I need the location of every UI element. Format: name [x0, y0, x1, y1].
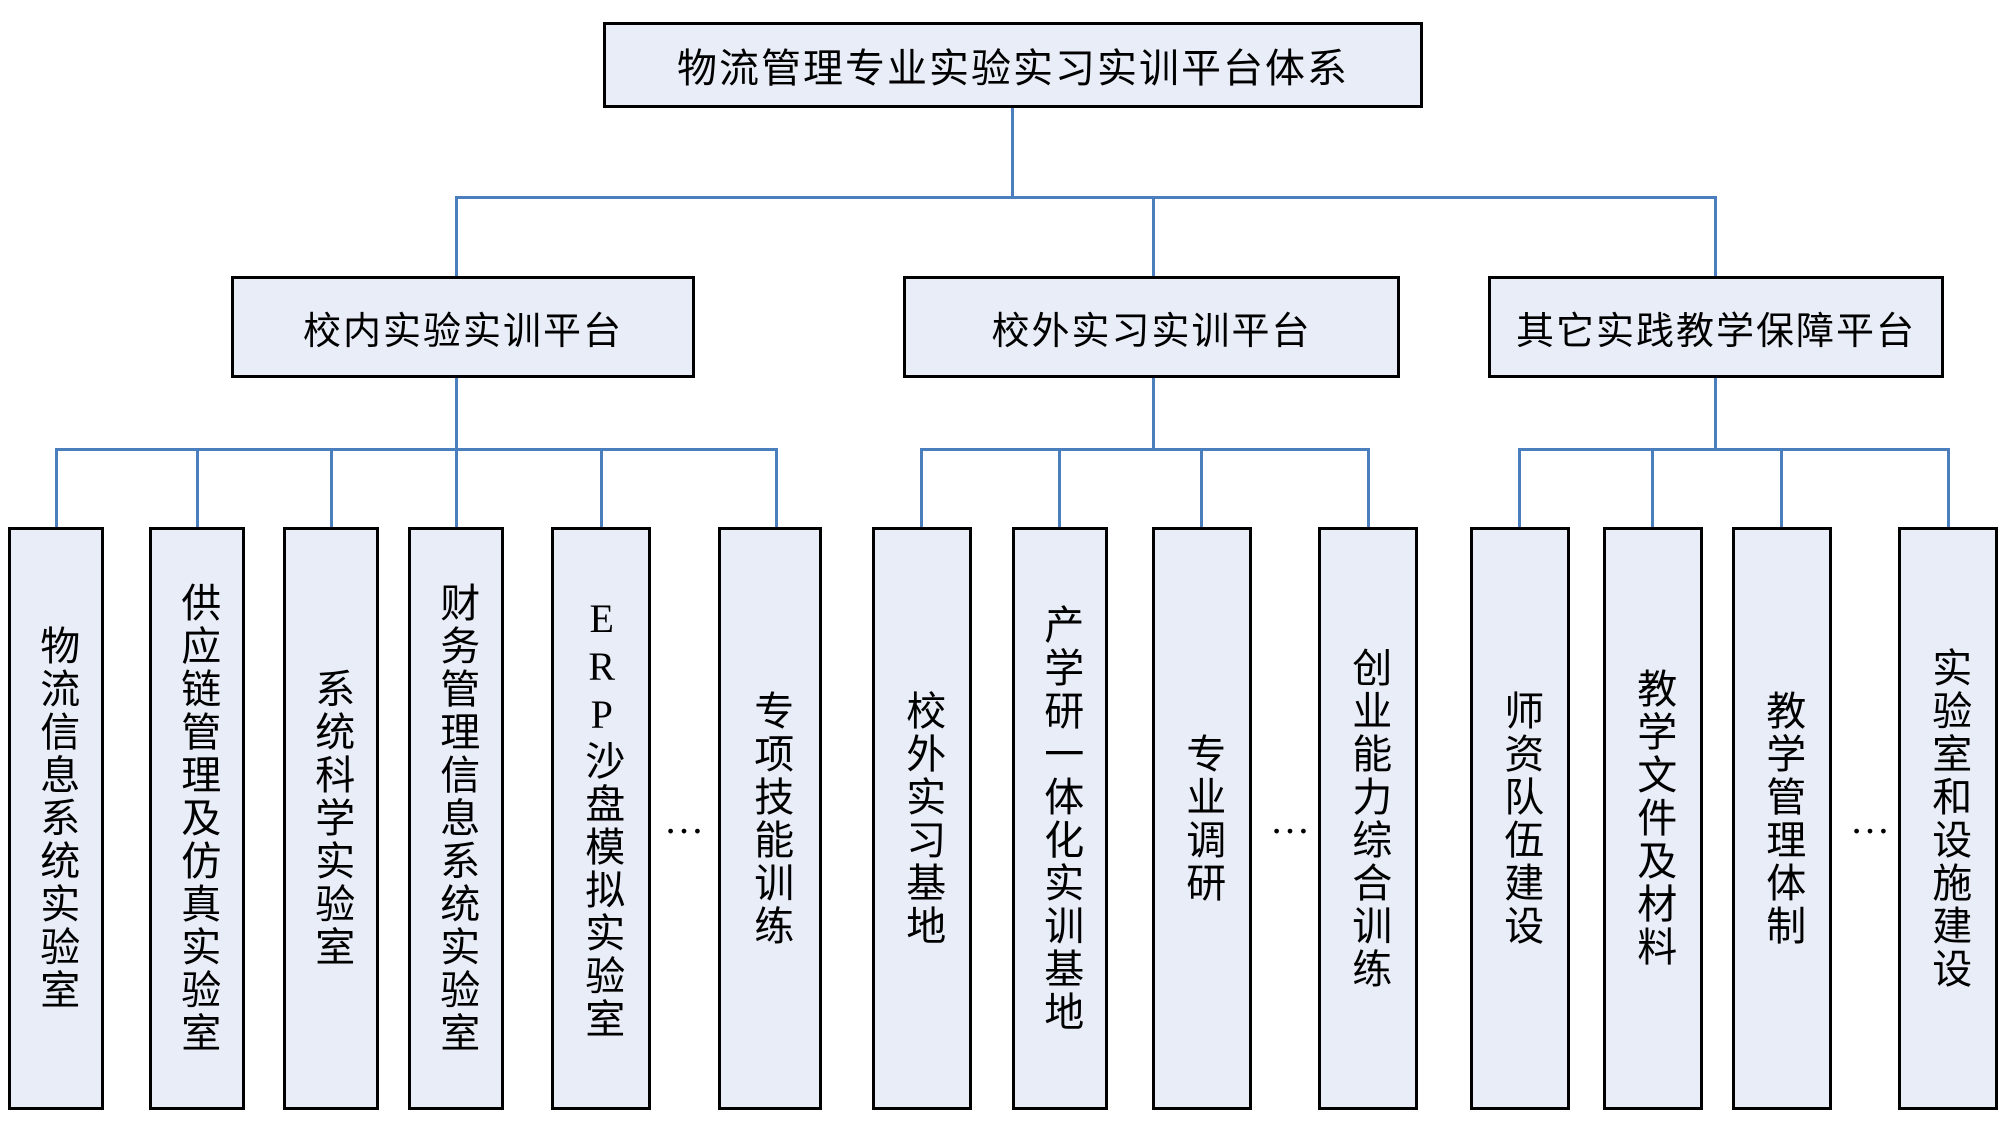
root-node-label: 物流管理专业实验实习实训平台体系	[677, 46, 1349, 91]
connector-level1-bus	[455, 196, 1717, 199]
leaf-node-g3-3-label: 教学管理体制	[1760, 689, 1806, 948]
leaf-node-g1-1: 物流信息系统实验室	[8, 527, 104, 1110]
leaf-node-g1-5-label: ERP沙盘模拟实验室	[579, 596, 625, 1041]
branch-node-2-label: 校外实习实训平台	[991, 310, 1312, 353]
root-node: 物流管理专业实验实习实训平台体系	[603, 22, 1423, 108]
leaf-node-g3-3: 教学管理体制	[1732, 527, 1832, 1110]
connector-g3-leaf3-drop	[1780, 448, 1783, 527]
leaf-node-g1-1-label: 物流信息系统实验室	[34, 625, 80, 1012]
leaf-node-g2-1-label: 校外实习基地	[900, 689, 946, 948]
leaf-node-g3-2-label: 教学文件及材料	[1631, 668, 1677, 969]
leaf-node-g1-3: 系统科学实验室	[283, 527, 379, 1110]
connector-branch1-drop	[455, 196, 458, 278]
connector-branch1-stem	[455, 378, 458, 448]
leaf-node-g2-4: 创业能力综合训练	[1318, 527, 1418, 1110]
connector-g1-leaf1-drop	[55, 448, 58, 527]
connector-g1-leaf6-drop	[775, 448, 778, 527]
leaf-node-g1-4: 财务管理信息系统实验室	[408, 527, 504, 1110]
connector-group3-bus	[1518, 448, 1950, 451]
branch-node-1-label: 校内实验实训平台	[302, 310, 623, 353]
connector-g2-leaf2-drop	[1058, 448, 1061, 527]
leaf-node-g1-4-label: 财务管理信息系统实验室	[434, 582, 480, 1055]
connector-g1-leaf2-drop	[196, 448, 199, 527]
connector-g2-leaf1-drop	[920, 448, 923, 527]
leaf-node-g3-4-label: 实验室和设施建设	[1926, 646, 1972, 991]
connector-root-stem	[1011, 108, 1014, 196]
leaf-node-g2-3: 专业调研	[1152, 527, 1252, 1110]
leaf-node-g2-2-label: 产学研一体化实训基地	[1038, 603, 1084, 1034]
connector-g3-leaf1-drop	[1518, 448, 1521, 527]
leaf-node-g3-1-label: 师资队伍建设	[1498, 689, 1544, 948]
branch-node-2: 校外实习实训平台	[903, 276, 1400, 378]
connector-group1-bus	[55, 448, 778, 451]
leaf-node-g2-1: 校外实习基地	[872, 527, 972, 1110]
leaf-node-g3-1: 师资队伍建设	[1470, 527, 1570, 1110]
connector-g1-leaf5-drop	[600, 448, 603, 527]
leaf-node-g2-3-label: 专业调研	[1180, 732, 1226, 905]
connector-branch3-drop	[1714, 196, 1717, 278]
leaf-node-g1-2-label: 供应链管理及仿真实验室	[175, 582, 221, 1055]
leaf-node-g1-6-label: 专项技能训练	[748, 689, 794, 948]
ellipsis-group1: …	[664, 797, 707, 842]
connector-branch2-drop	[1152, 196, 1155, 278]
connector-group2-bus	[920, 448, 1370, 451]
leaf-node-g1-5: ERP沙盘模拟实验室	[551, 527, 651, 1110]
connector-branch3-stem	[1714, 378, 1717, 448]
connector-g3-leaf4-drop	[1947, 448, 1950, 527]
connector-branch2-stem	[1152, 378, 1155, 448]
connector-g3-leaf2-drop	[1651, 448, 1654, 527]
leaf-node-g3-2: 教学文件及材料	[1603, 527, 1703, 1110]
leaf-node-g2-4-label: 创业能力综合训练	[1346, 646, 1392, 991]
leaf-node-g1-6: 专项技能训练	[718, 527, 822, 1110]
ellipsis-group3: …	[1850, 797, 1893, 842]
leaf-node-g1-3-label: 系统科学实验室	[309, 668, 355, 969]
connector-g2-leaf3-drop	[1200, 448, 1203, 527]
branch-node-3: 其它实践教学保障平台	[1488, 276, 1944, 378]
branch-node-3-label: 其它实践教学保障平台	[1515, 310, 1916, 353]
leaf-node-g2-2: 产学研一体化实训基地	[1012, 527, 1108, 1110]
connector-g2-leaf4-drop	[1367, 448, 1370, 527]
connector-g1-leaf3-drop	[330, 448, 333, 527]
connector-g1-leaf4-drop	[455, 448, 458, 527]
leaf-node-g1-2: 供应链管理及仿真实验室	[149, 527, 245, 1110]
branch-node-1: 校内实验实训平台	[231, 276, 695, 378]
ellipsis-group2: …	[1270, 797, 1313, 842]
leaf-node-g3-4: 实验室和设施建设	[1898, 527, 1998, 1110]
